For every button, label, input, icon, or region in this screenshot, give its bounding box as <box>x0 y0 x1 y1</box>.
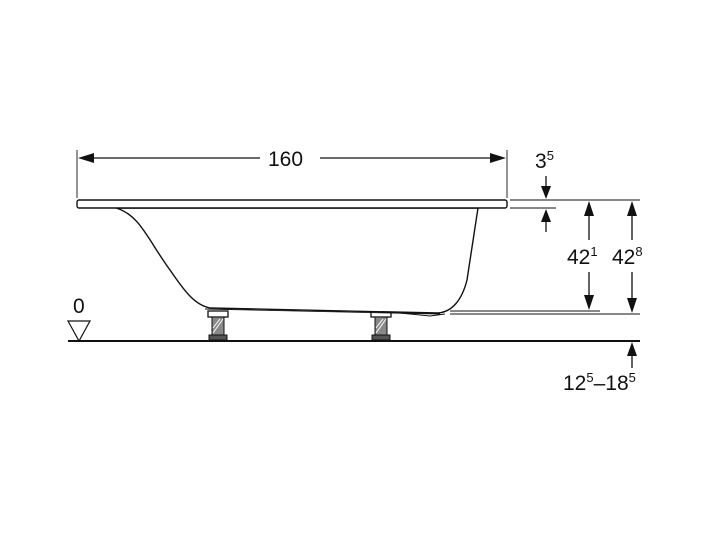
feet-range-sup2: 5 <box>629 370 636 385</box>
feet-range-dimension: 125–185 <box>563 342 637 395</box>
svg-text:428: 428 <box>612 244 643 269</box>
outer-height-sup: 8 <box>635 244 642 259</box>
floor-zero-label: 0 <box>73 295 85 318</box>
feet-range-base2: 18 <box>605 372 628 395</box>
front-leg <box>207 310 229 341</box>
rim-thickness-sup: 5 <box>547 148 554 163</box>
rim-thickness-dimension: 35 <box>510 148 556 232</box>
tub-body <box>115 207 479 314</box>
feet-range-base1: 12 <box>563 372 586 395</box>
svg-text:125–185: 125–185 <box>563 370 636 395</box>
inner-height-sup: 1 <box>590 244 597 259</box>
rear-leg <box>370 310 392 341</box>
length-label: 160 <box>268 148 303 171</box>
length-dimension: 160 <box>76 148 508 198</box>
outer-height-base: 42 <box>612 246 635 269</box>
feet-range-dash: – <box>594 372 606 395</box>
svg-text:35: 35 <box>535 148 554 173</box>
feet-range-sup1: 5 <box>586 370 593 385</box>
tub-rim <box>76 199 508 209</box>
svg-text:421: 421 <box>567 244 598 269</box>
rim-thickness-base: 3 <box>535 150 547 173</box>
inner-height-base: 42 <box>567 246 590 269</box>
outer-height-dimension: 428 <box>600 201 643 315</box>
floor-level-triangle-icon <box>66 320 92 343</box>
inner-height-dimension: 421 <box>567 201 598 310</box>
